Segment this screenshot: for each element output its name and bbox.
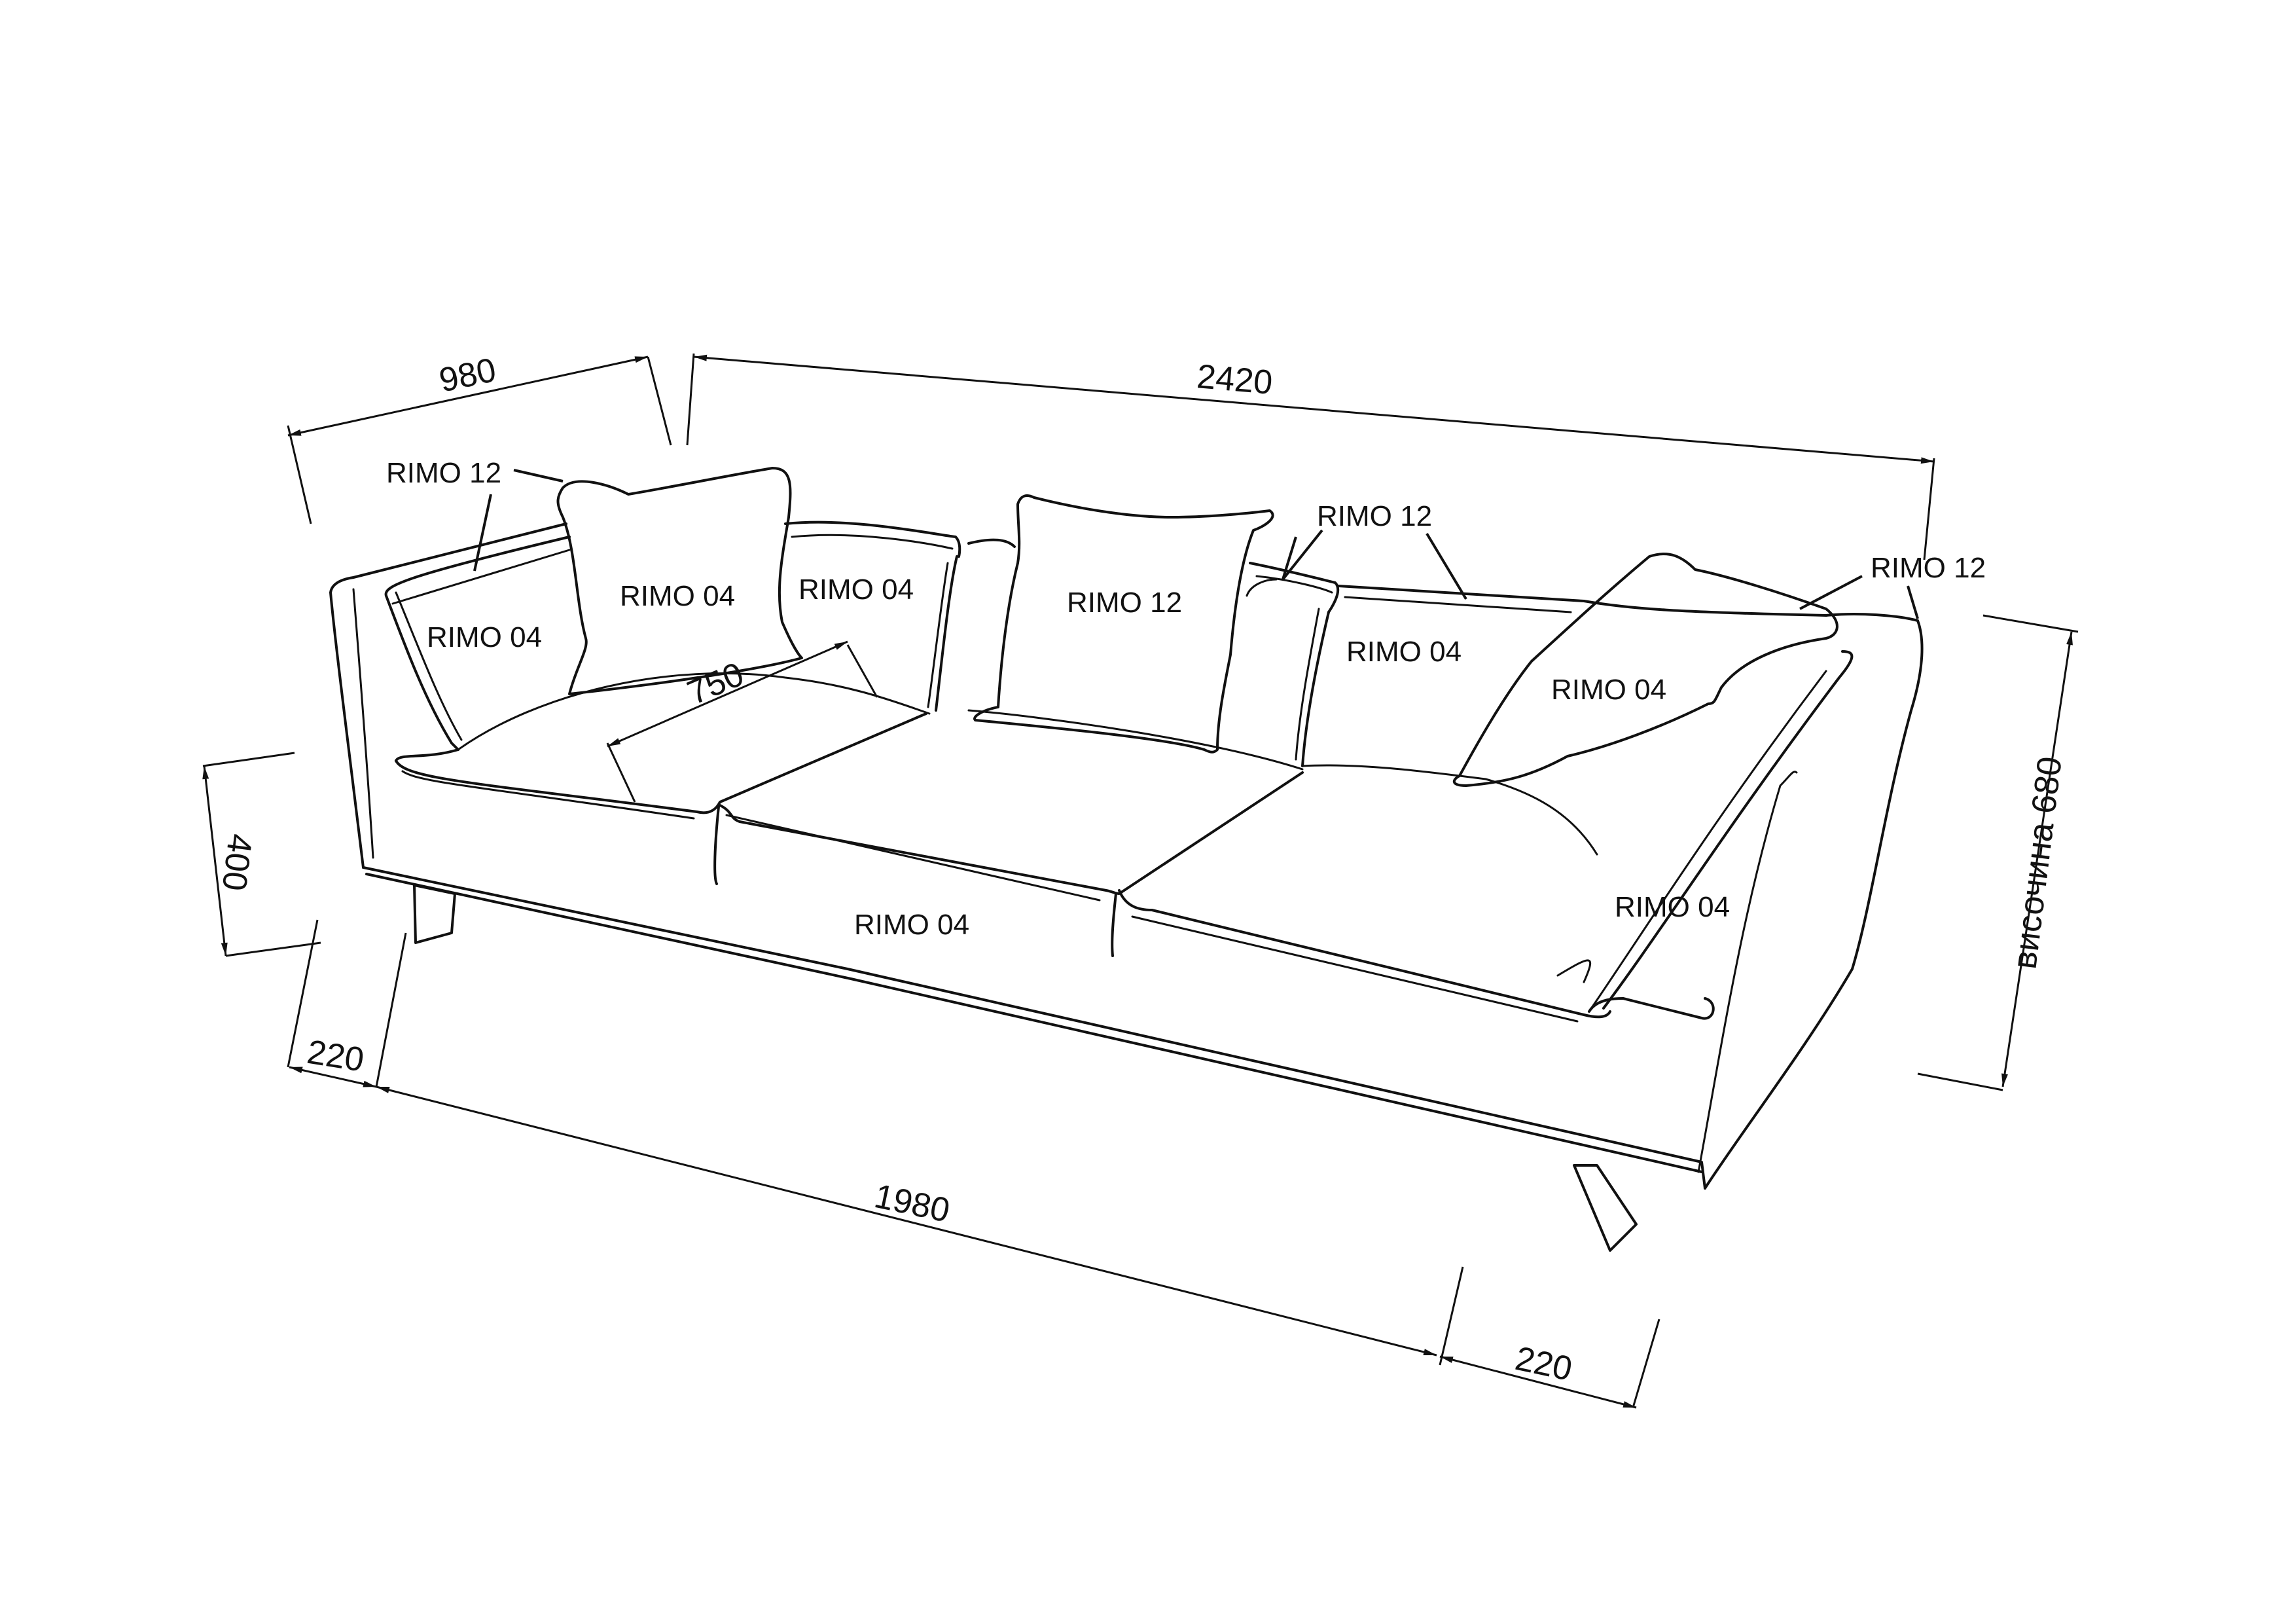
dimension-lines: [202, 353, 2079, 1409]
label-right-arm-piping: RIMO 12: [1871, 552, 1986, 584]
dimension-values: 980 2420 750 400 220 1980 220 височина 6…: [215, 351, 2070, 1389]
dim-leg-right-text: 220: [1512, 1340, 1575, 1389]
label-left-arm: RIMO 04: [427, 621, 542, 653]
label-pillow-left: RIMO 04: [620, 580, 735, 612]
sofa-outline: [329, 520, 1924, 1190]
label-left-back-piping: RIMO 12: [386, 457, 501, 489]
dim-leg-spacing-text: 1980: [871, 1177, 953, 1230]
leg-right: [1573, 1164, 1638, 1252]
sofa-legs: [413, 884, 1638, 1252]
label-back-right: RIMO 04: [1346, 636, 1462, 668]
dim-height-text: височина 680: [2005, 755, 2069, 972]
leg-left: [413, 884, 456, 944]
dim-seat-depth-text: 750: [682, 655, 749, 712]
dim-length-text: 2420: [1195, 357, 1274, 402]
dim-depth-text: 980: [436, 351, 499, 400]
label-back-left: RIMO 04: [798, 574, 914, 606]
pillows: [556, 467, 1839, 787]
label-right-arm: RIMO 04: [1615, 891, 1730, 923]
label-center-back-piping: RIMO 12: [1317, 500, 1432, 532]
label-front-base: RIMO 04: [854, 909, 969, 941]
pillow-center: [973, 494, 1274, 754]
label-pillow-right: RIMO 04: [1551, 674, 1666, 706]
dim-seat-height-text: 400: [215, 831, 259, 892]
fabric-labels: RIMO 12 RIMO 04 RIMO 04 RIMO 04 RIMO 12 …: [386, 457, 1986, 941]
pillow-right: [1452, 553, 1839, 787]
label-pillow-center: RIMO 12: [1067, 587, 1182, 619]
dim-leg-left-text: 220: [304, 1033, 367, 1080]
label-leaders: [473, 469, 1919, 619]
